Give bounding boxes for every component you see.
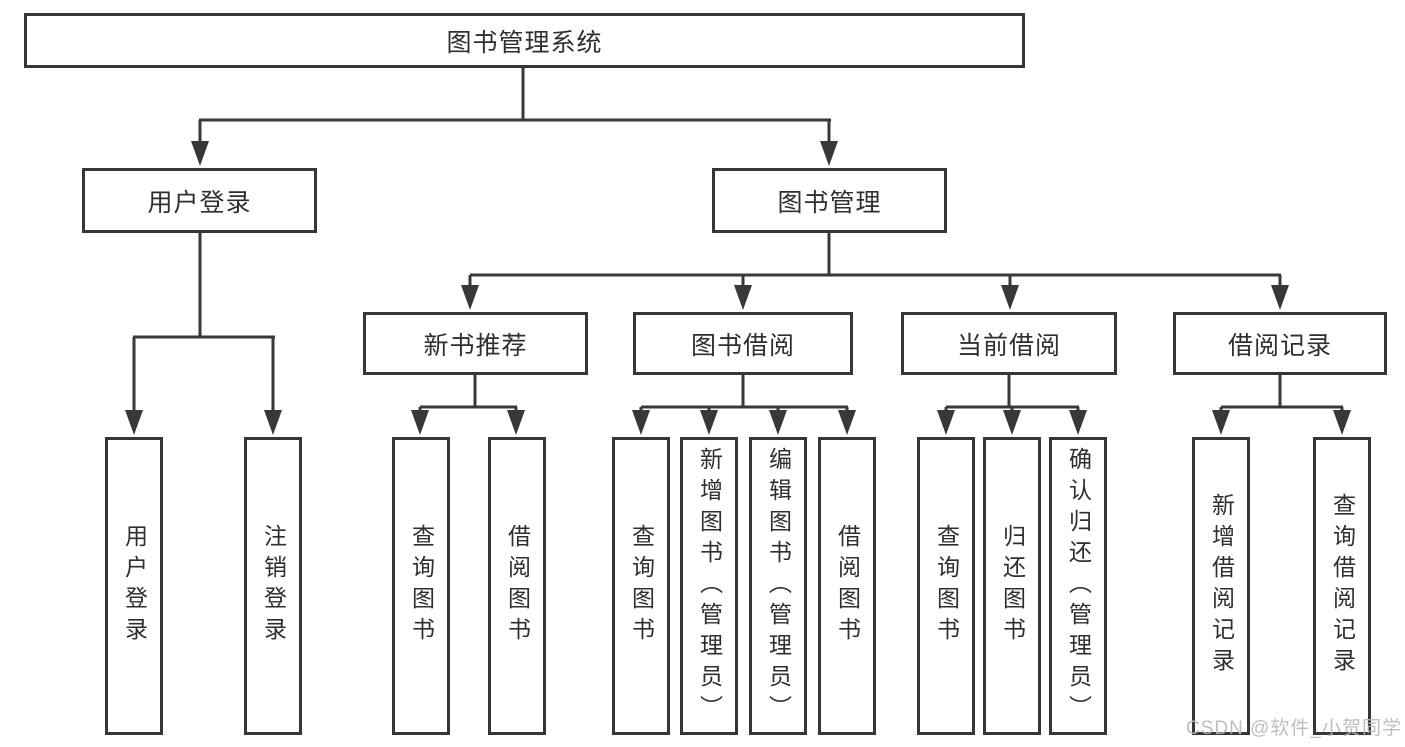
node-book-borrowing: 图书借阅 xyxy=(633,312,853,375)
node-user-login: 用户登录 xyxy=(82,168,317,233)
leaf-label: 借阅图书 xyxy=(834,524,861,648)
leaf-label: 查询图书 xyxy=(933,524,960,648)
leaf-borrow-books-borrowing: 借阅图书 xyxy=(818,437,876,735)
node-label: 借阅记录 xyxy=(1227,331,1332,360)
leaf-query-borrow-record: 查询借阅记录 xyxy=(1313,437,1371,735)
leaf-label: 查询图书 xyxy=(408,524,435,648)
leaf-label: 编辑图书（管理员） xyxy=(765,446,792,726)
node-borrowing-records: 借阅记录 xyxy=(1173,312,1387,375)
leaf-edit-book-admin: 编辑图书（管理员） xyxy=(749,437,807,735)
leaf-query-books-borrowing: 查询图书 xyxy=(612,437,670,735)
node-current-borrowing: 当前借阅 xyxy=(901,312,1117,375)
leaf-label: 借阅图书 xyxy=(504,524,531,648)
node-label: 图书管理 xyxy=(777,188,882,217)
node-label: 图书管理系统 xyxy=(446,28,603,57)
leaf-label: 确认归还（管理员） xyxy=(1065,446,1092,726)
arrowheads xyxy=(125,141,1351,435)
leaf-label: 新增借阅记录 xyxy=(1208,493,1235,679)
node-label: 新书推荐 xyxy=(423,331,528,360)
leaf-query-books-current: 查询图书 xyxy=(917,437,975,735)
leaf-label: 用户登录 xyxy=(121,524,148,648)
leaf-label: 查询图书 xyxy=(628,524,655,648)
leaf-confirm-return-admin: 确认归还（管理员） xyxy=(1049,437,1107,735)
leaf-label: 新增图书（管理员） xyxy=(696,446,723,726)
leaf-label: 注销登录 xyxy=(260,524,287,648)
leaf-return-book: 归还图书 xyxy=(983,437,1041,735)
node-library-management-system: 图书管理系统 xyxy=(24,13,1025,68)
node-book-management: 图书管理 xyxy=(712,168,947,233)
watermark: CSDN @软件_小贺同学 xyxy=(1186,718,1402,739)
node-label: 用户登录 xyxy=(147,188,252,217)
node-label: 当前借阅 xyxy=(956,331,1061,360)
leaf-add-borrow-record: 新增借阅记录 xyxy=(1192,437,1250,735)
node-label: 图书借阅 xyxy=(690,331,795,360)
leaf-user-login: 用户登录 xyxy=(105,437,163,735)
leaf-query-books-recommend: 查询图书 xyxy=(392,437,450,735)
node-new-book-recommendation: 新书推荐 xyxy=(363,312,588,375)
leaf-label: 查询借阅记录 xyxy=(1329,493,1356,679)
leaf-label: 归还图书 xyxy=(999,524,1026,648)
leaf-borrow-books-recommend: 借阅图书 xyxy=(488,437,546,735)
leaf-add-book-admin: 新增图书（管理员） xyxy=(680,437,738,735)
leaf-logout: 注销登录 xyxy=(244,437,302,735)
